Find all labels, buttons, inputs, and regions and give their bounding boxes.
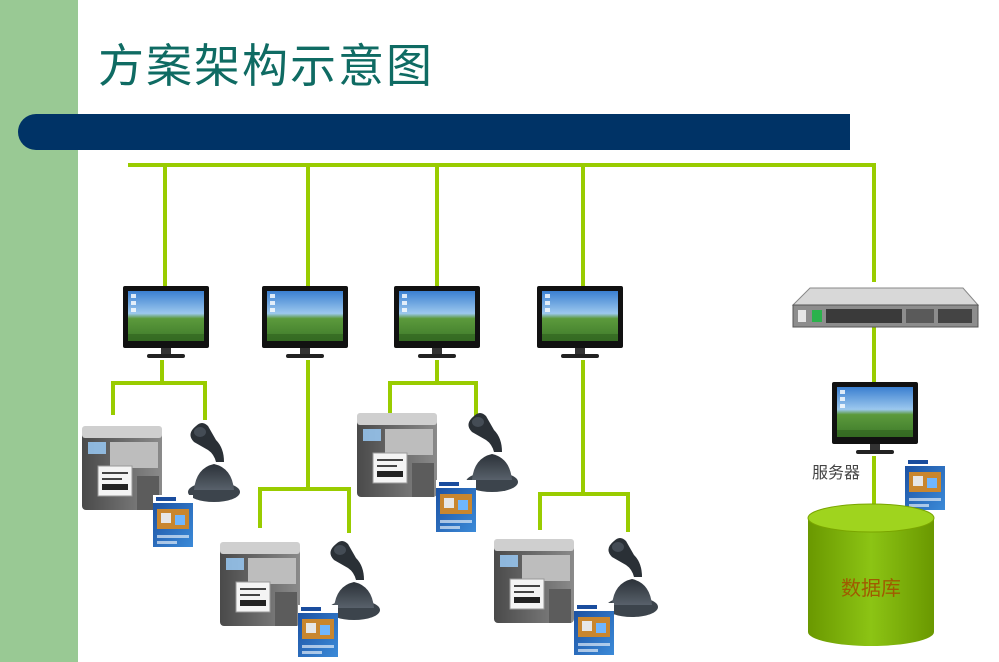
software-box-icon bbox=[436, 480, 476, 532]
server-monitor-icon bbox=[832, 382, 918, 454]
software-box-icon bbox=[574, 603, 614, 655]
page-title: 方案架构示意图 bbox=[98, 39, 434, 93]
software-box-icon bbox=[298, 605, 338, 657]
label-printer-icon bbox=[493, 538, 575, 624]
database-label: 数据库 bbox=[841, 576, 901, 600]
server-label: 服务器 bbox=[812, 463, 860, 482]
database-cylinder-icon bbox=[807, 503, 935, 646]
monitor-icon bbox=[262, 286, 348, 358]
title-banner-bar bbox=[18, 114, 850, 150]
label-printer-icon bbox=[356, 412, 438, 498]
connector-lines bbox=[111, 163, 876, 533]
software-box-icon bbox=[153, 495, 193, 547]
barcode-scanner-icon bbox=[188, 423, 240, 502]
monitor-icon bbox=[394, 286, 480, 358]
sidebar-strip bbox=[0, 0, 78, 662]
label-printer-icon bbox=[81, 425, 163, 511]
monitor-icon bbox=[123, 286, 209, 358]
software-box-icon bbox=[905, 458, 945, 510]
label-printer-icon bbox=[219, 541, 301, 627]
monitor-icon bbox=[537, 286, 623, 358]
network-switch-icon bbox=[791, 287, 980, 328]
